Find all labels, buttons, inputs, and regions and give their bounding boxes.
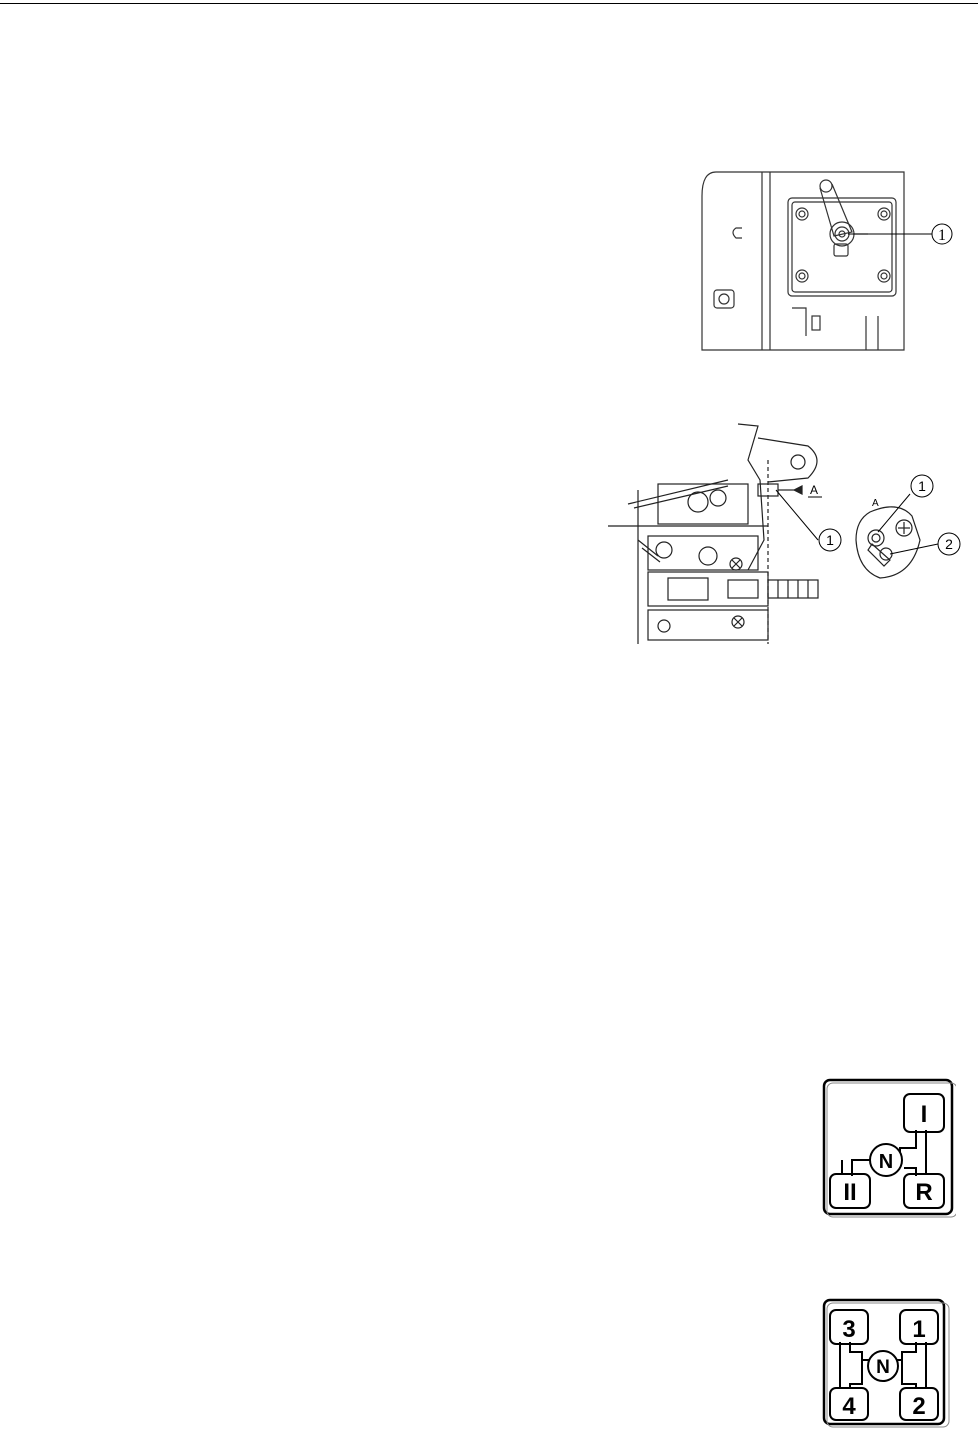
gearbox-cover-drawing: 1 bbox=[696, 166, 964, 356]
position-N-label: N bbox=[879, 1151, 893, 1173]
leader-line-detail-2 bbox=[890, 544, 938, 554]
gear-shift-diagram: 3 1 N 4 2 bbox=[822, 1298, 956, 1430]
callout-section-1-label: 1 bbox=[826, 532, 834, 548]
gear-2-label: 2 bbox=[912, 1393, 925, 1420]
figure-gearbox-cover: 1 bbox=[696, 166, 964, 356]
position-I-label: I bbox=[921, 1101, 928, 1128]
header-rule bbox=[0, 3, 978, 4]
position-R-label: R bbox=[915, 1179, 932, 1206]
shift-pattern-gear: 3 1 N 4 2 bbox=[822, 1298, 956, 1430]
detail-a-label: A bbox=[872, 498, 879, 509]
figure-section-view: A 1 A 1 2 bbox=[608, 420, 970, 652]
callout-detail-1-label: 1 bbox=[918, 478, 926, 494]
position-II-label: II bbox=[843, 1179, 856, 1206]
gear-4-label: 4 bbox=[842, 1393, 856, 1420]
view-direction-label: A bbox=[810, 483, 818, 497]
shift-pattern-range: I N II R bbox=[822, 1078, 956, 1218]
callout-1-label: 1 bbox=[938, 227, 946, 244]
range-shift-diagram: I N II R bbox=[822, 1078, 956, 1218]
leader-line-detail-1 bbox=[878, 494, 910, 532]
section-view-drawing: A 1 A 1 2 bbox=[608, 420, 970, 652]
gear-3-label: 3 bbox=[842, 1316, 855, 1343]
detail-a-outline bbox=[856, 507, 920, 578]
gear-1-label: 1 bbox=[912, 1316, 925, 1343]
callout-detail-2-label: 2 bbox=[945, 536, 953, 552]
gear-N-label: N bbox=[876, 1357, 890, 1378]
